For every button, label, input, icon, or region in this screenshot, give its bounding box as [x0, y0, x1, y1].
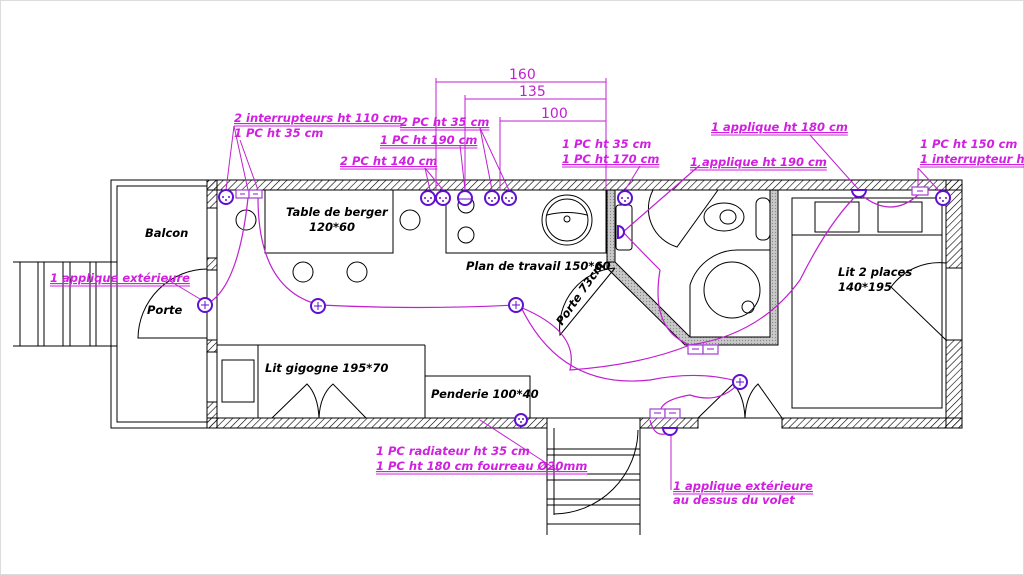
annotations: 2 interrupteurs ht 110 cm 1 PC ht 35 cm … [50, 111, 1024, 507]
dim-135: 135 [519, 84, 546, 100]
note-2pc-35: 2 PC ht 35 cm [400, 115, 489, 129]
room-labels: Balcon Porte Table de berger 120*60 Plan… [145, 205, 912, 401]
note-applique-180: 1 applique ht 180 cm [711, 120, 848, 134]
note-radiateur: 1 PC radiateur ht 35 cm [376, 444, 530, 458]
note-2pc-140: 2 PC ht 140 cm [340, 154, 437, 168]
ceiling-light-icon [197, 297, 213, 313]
switch-icon [911, 186, 929, 196]
note-pc-35-a: 1 PC ht 35 cm [234, 126, 323, 140]
left-stairs [13, 261, 117, 347]
label-penderie: Penderie 100*40 [431, 387, 539, 401]
socket-icon [484, 190, 500, 206]
label-lit-2-places: Lit 2 places [838, 265, 912, 279]
note-pc-180-fourreau: 1 PC ht 180 cm fourreau Ø20mm [376, 459, 587, 473]
dim-160: 160 [509, 67, 536, 83]
label-lit-2-places-size: 140*195 [838, 280, 892, 294]
socket-icon [457, 190, 473, 206]
note-applique-190: 1 applique ht 190 cm [690, 155, 827, 169]
label-plan-travail: Plan de travail 150*60 [466, 259, 610, 273]
note-interrupteur-1: 1 interrupteur ht 1 [920, 152, 1024, 166]
socket-icon [617, 190, 633, 206]
label-lit-gigogne: Lit gigogne 195*70 [265, 361, 388, 375]
note-applique-ext: 1 applique extérieure [50, 271, 190, 285]
dining-area [235, 189, 421, 283]
socket-icon [420, 190, 436, 206]
switch-icon [664, 408, 681, 419]
label-table: Table de berger [286, 205, 389, 219]
socket-icon [435, 190, 451, 206]
switch-icon [235, 189, 250, 199]
note-applique-volet-2: au dessus du volet [673, 493, 795, 507]
note-pc-190: 1 PC ht 190 cm [380, 133, 477, 147]
bunk-bed-wardrobe [217, 344, 783, 419]
switch-icon [248, 189, 263, 199]
switch-icon [702, 344, 719, 355]
dim-100: 100 [541, 106, 568, 122]
label-table-size: 120*60 [309, 220, 355, 234]
wall-light-icon [617, 224, 625, 240]
ceiling-light-icon [732, 374, 748, 390]
leader-lines [164, 125, 944, 490]
ceiling-light-icon [508, 297, 524, 313]
note-pc-35-b: 1 PC ht 35 cm [562, 137, 651, 151]
electrical-symbols [197, 186, 951, 436]
bedroom [791, 197, 947, 409]
label-porte: Porte [147, 303, 182, 317]
label-balcon: Balcon [145, 226, 188, 240]
socket-icon [514, 413, 528, 427]
wiring [204, 164, 919, 435]
note-interrupteurs-110: 2 interrupteurs ht 110 cm [234, 111, 402, 125]
note-pc-170: 1 PC ht 170 cm [562, 152, 659, 166]
socket-icon [935, 190, 951, 206]
ceiling-light-icon [310, 298, 326, 314]
wall-light-icon [850, 189, 868, 198]
switch-icon [649, 408, 666, 419]
socket-icon [218, 189, 234, 205]
socket-icon [501, 190, 517, 206]
wall-light-icon [661, 427, 679, 436]
note-applique-volet-1: 1 applique extérieure [673, 479, 813, 493]
dimension-lines: 160 135 100 [435, 67, 607, 190]
kitchen-counter [445, 189, 607, 254]
bottom-stairs [546, 428, 641, 535]
note-pc-150: 1 PC ht 150 cm [920, 137, 1017, 151]
switch-icon [687, 344, 704, 355]
